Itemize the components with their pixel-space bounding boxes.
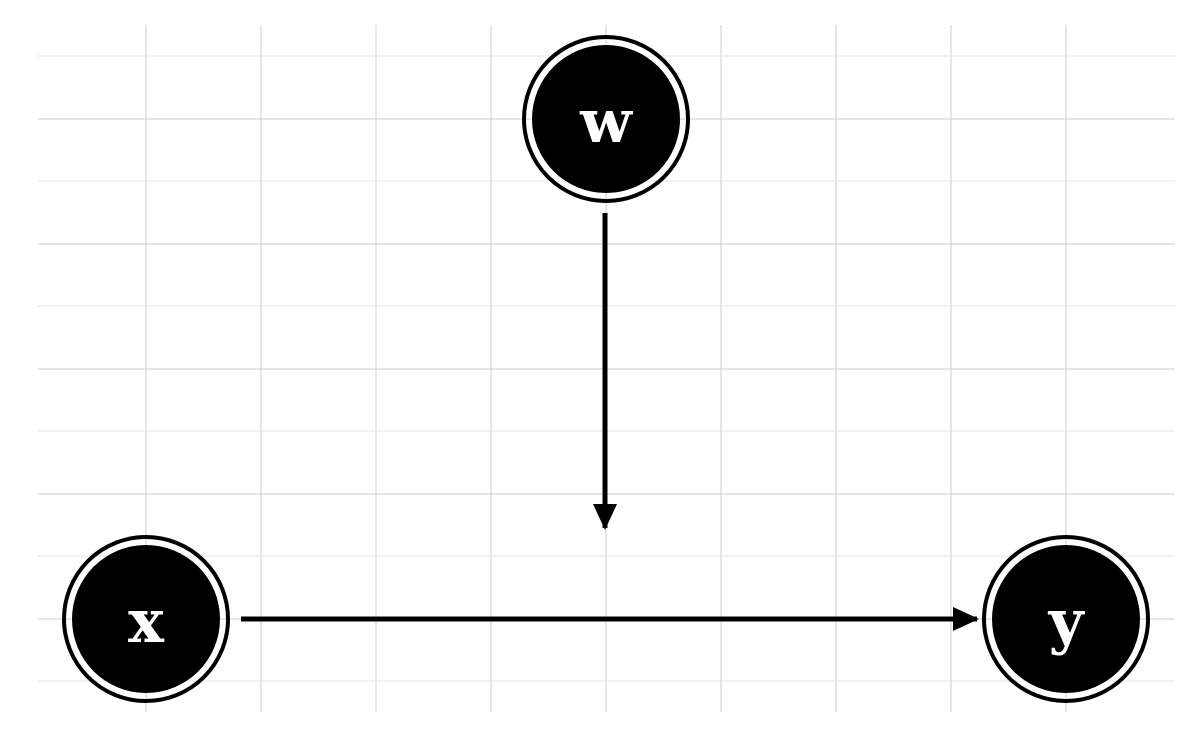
node-y[interactable]: y bbox=[982, 535, 1150, 703]
node-w[interactable]: w bbox=[522, 35, 690, 203]
node-w-label: w bbox=[579, 87, 633, 157]
node-y-label: y bbox=[1048, 587, 1086, 657]
node-x[interactable]: x bbox=[62, 535, 230, 703]
node-x-label: x bbox=[128, 587, 165, 657]
